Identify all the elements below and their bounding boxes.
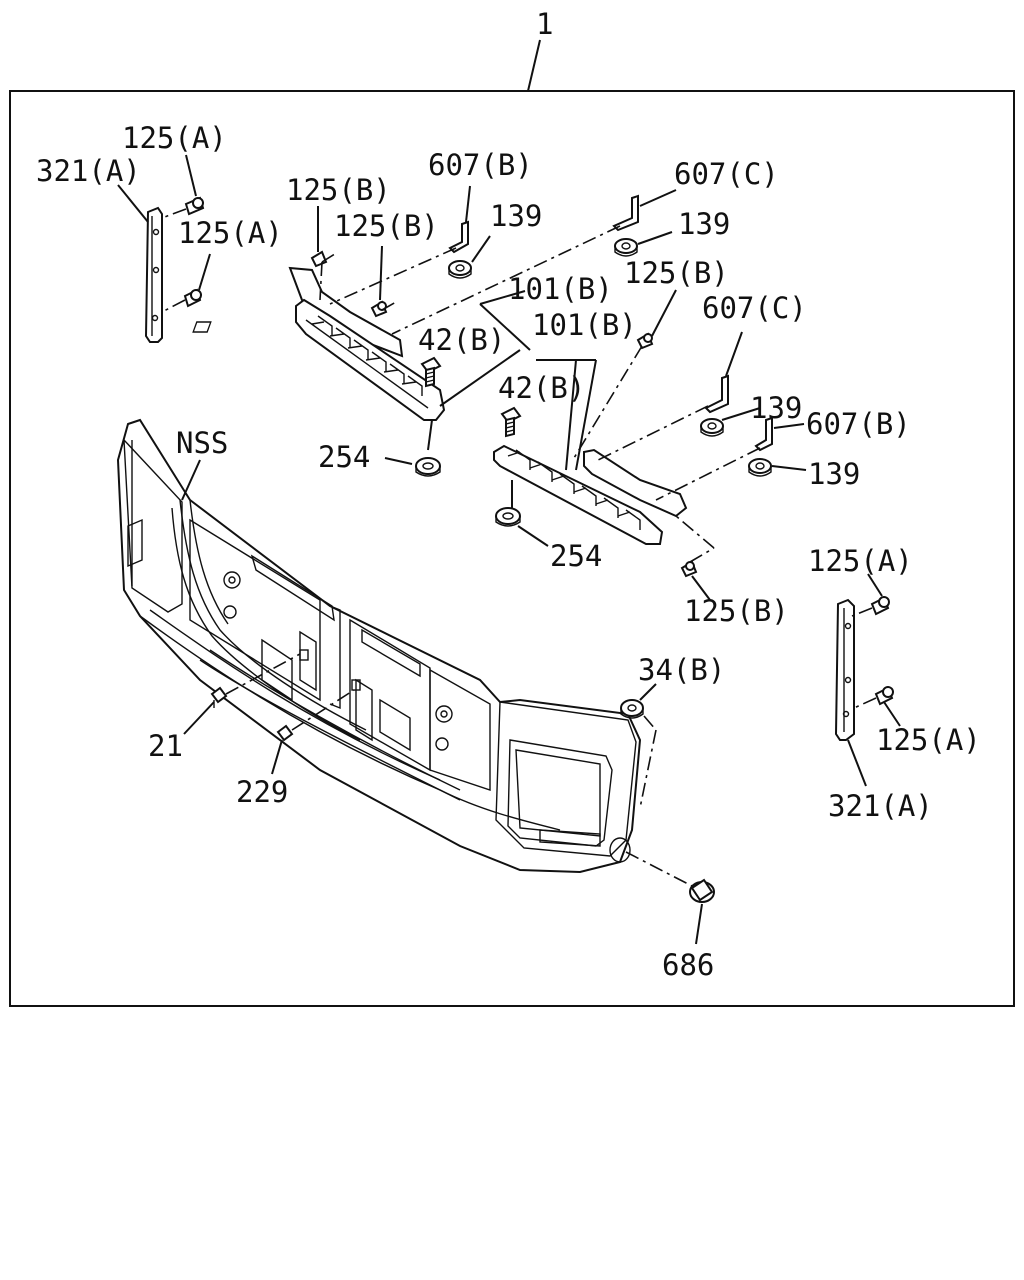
label-125a-left-lower: 125(A) [178,216,283,250]
label-229: 229 [236,775,288,809]
step-101b-right [493,444,688,545]
label-321a-left: 321(A) [36,154,141,188]
nut-139-top [448,260,472,279]
nut-254-left [415,457,441,477]
label-607b-mid: 607(B) [806,407,911,441]
label-607c-mid: 607(C) [702,291,807,325]
bolt-42b-right [500,406,522,438]
assembly-callout: 1 [536,7,553,41]
nut-139-mid [700,418,724,437]
bolt-125b-left-a [310,250,339,301]
label-101b-right: 101(B) [532,308,637,342]
step-101b-left [192,266,446,451]
bolt-125a-right-lower [853,686,894,709]
assembly-frame [9,90,1015,1007]
label-321a-right: 321(A) [828,789,933,823]
bolt-42b-left [420,356,442,388]
label-686: 686 [662,948,714,982]
label-125b-bottom: 125(B) [684,594,789,628]
label-125b-left-a: 125(B) [286,173,391,207]
label-125a-top-left: 125(A) [122,121,227,155]
bracket-607b-mid [754,416,773,452]
nut-254-right [495,507,521,527]
label-254-left: 254 [318,440,370,474]
label-21: 21 [148,729,183,763]
label-607c-top: 607(C) [674,157,779,191]
bolt-125b-left-b [370,300,397,318]
label-42b-left: 42(B) [418,323,505,357]
label-nss: NSS [176,426,228,460]
bracket-607c-top [612,194,639,232]
label-139-right: 139 [808,457,860,491]
label-101b-left: 101(B) [508,272,613,306]
label-607b-top: 607(B) [428,148,533,182]
bolt-125a-right-top [851,596,890,617]
clip-21 [210,686,228,708]
bolt-125a-left-top [161,196,205,219]
nut-34b [620,699,644,719]
label-125a-right-lower: 125(A) [876,723,981,757]
bolt-125b-mid [636,332,654,350]
label-125b-left-b: 125(B) [334,209,439,243]
clip-229 [276,724,294,742]
bracket-321a-right [834,598,855,741]
nut-139-top-right [614,238,638,257]
plug-686 [689,878,715,903]
nut-139-right [748,458,772,477]
label-42b-right: 42(B) [498,371,585,405]
bracket-607b-top [448,220,469,254]
bracket-321a-left [144,206,163,343]
label-254-right: 254 [550,539,602,573]
bracket-607c-mid [704,374,729,414]
label-139-top-right: 139 [678,207,730,241]
bumper-assembly [116,418,642,874]
bolt-125a-left-lower [161,288,202,313]
bolt-125b-bottom [680,560,698,578]
label-139-top: 139 [490,199,542,233]
label-125b-mid: 125(B) [624,256,729,290]
label-125a-right-top: 125(A) [808,544,913,578]
label-34b: 34(B) [638,653,725,687]
label-139-mid: 139 [750,391,802,425]
